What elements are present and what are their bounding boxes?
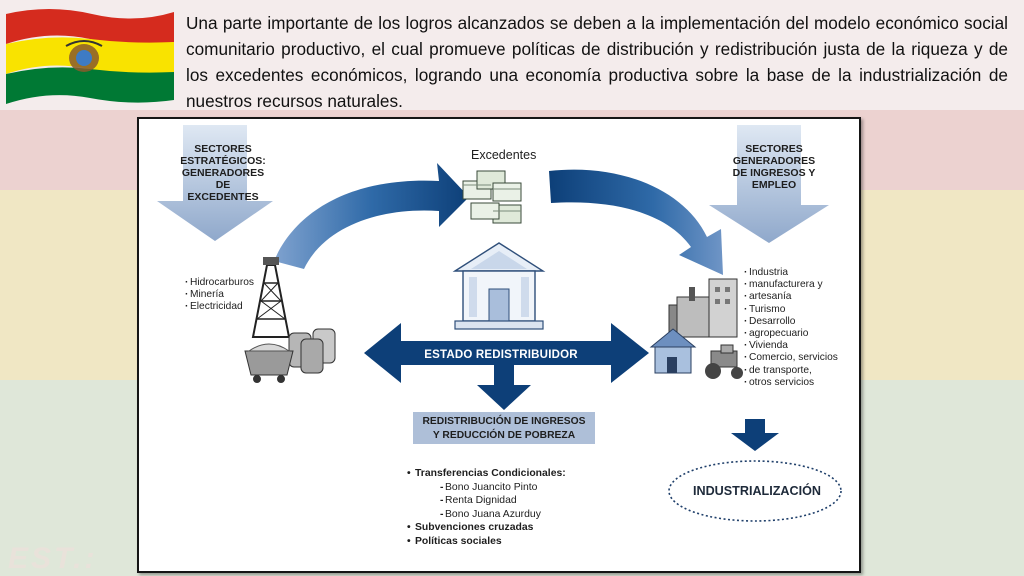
excedentes-label: Excedentes bbox=[471, 148, 537, 162]
right-down-arrow bbox=[709, 125, 829, 243]
right-header-line: GENERADORES bbox=[732, 155, 816, 167]
estado-redistribuidor-label: ESTADO REDISTRIBUIDOR bbox=[424, 349, 578, 361]
diagram-panel: SECTORES ESTRATÉGICOS: GENERADORES DE EX… bbox=[137, 117, 861, 573]
tractor-icon bbox=[705, 344, 743, 379]
left-header-line: GENERADORES bbox=[181, 167, 265, 179]
oil-derrick-icon bbox=[251, 257, 291, 338]
list-item-bond: Bono Juana Azurduy bbox=[407, 508, 607, 522]
list-item-text: agropecuario bbox=[749, 328, 809, 340]
left-down-arrow bbox=[157, 125, 273, 241]
list-item: Transferencias Condicionales: bbox=[407, 467, 607, 481]
estado-double-arrow bbox=[364, 323, 649, 383]
left-header-line: SECTORES bbox=[194, 143, 252, 155]
right-header-line: DE INGRESOS Y bbox=[732, 167, 816, 179]
list-item-text: de transporte, bbox=[749, 364, 812, 376]
right-header-line: EMPLEO bbox=[751, 179, 797, 191]
redistribution-line: REDISTRIBUCIÓN DE INGRESOS bbox=[422, 416, 586, 427]
left-sector-list: Hidrocarburos Minería Electricidad bbox=[185, 277, 254, 314]
estado-down-arrow bbox=[477, 365, 531, 410]
watermark-text: EST.: bbox=[8, 542, 98, 575]
redistribution-line: Y REDUCCIÓN DE POBREZA bbox=[432, 429, 576, 441]
list-item-text: otros servicios bbox=[749, 376, 815, 388]
industrialization-label: INDUSTRIALIZACIÓN bbox=[692, 484, 822, 498]
list-item: Desarrollo bbox=[744, 316, 854, 328]
list-item-continuation: otros servicios bbox=[744, 377, 854, 389]
list-item: Vivienda bbox=[744, 340, 854, 352]
list-item: Hidrocarburos bbox=[185, 277, 254, 289]
left-header-line: ESTRATÉGICOS: bbox=[180, 155, 266, 167]
redistribution-box: REDISTRIBUCIÓN DE INGRESOS Y REDUCCIÓN D… bbox=[413, 412, 595, 444]
factory-icon bbox=[668, 278, 738, 340]
diagram-graphics bbox=[157, 125, 842, 522]
list-item: Comercio, servicios bbox=[744, 352, 854, 364]
list-item-text: manufacturera y bbox=[749, 279, 823, 291]
industrialization-ellipse bbox=[668, 460, 842, 522]
list-item-continuation: de transporte, bbox=[744, 365, 854, 377]
curved-arrow-to-sectors bbox=[549, 169, 723, 275]
left-header-line: DE EXCEDENTES bbox=[187, 179, 259, 203]
industrialization-down-arrow bbox=[731, 419, 779, 451]
list-item-continuation: manufacturera y bbox=[744, 279, 854, 291]
left-header: SECTORES ESTRATÉGICOS: GENERADORES DE EX… bbox=[179, 143, 267, 203]
right-header-line: SECTORES bbox=[745, 143, 803, 155]
list-item-continuation: agropecuario bbox=[744, 328, 854, 340]
government-building-icon bbox=[452, 242, 546, 330]
list-item-text: artesanía bbox=[749, 291, 792, 303]
list-item: Industria bbox=[744, 267, 854, 279]
list-item-bond: Bono Juancito Pinto bbox=[407, 481, 607, 495]
list-item: Electricidad bbox=[185, 301, 254, 313]
mine-cart-icon bbox=[244, 343, 294, 383]
money-stacks-icon bbox=[462, 170, 522, 224]
list-item: Subvenciones cruzadas bbox=[407, 521, 607, 535]
list-item: Turismo bbox=[744, 304, 854, 316]
list-item: Minería bbox=[185, 289, 254, 301]
bolivia-flag-icon bbox=[6, 9, 174, 104]
house-icon bbox=[649, 328, 697, 374]
oil-barrels-icon bbox=[288, 328, 336, 374]
list-item: Políticas sociales bbox=[407, 535, 607, 549]
list-item-continuation: artesanía bbox=[744, 291, 854, 303]
slide-paragraph: Una parte importante de los logros alcan… bbox=[186, 13, 1008, 111]
curved-arrow-excedentes bbox=[274, 163, 469, 269]
redistribution-list: Transferencias Condicionales: Bono Juanc… bbox=[407, 467, 607, 549]
list-item-bond: Renta Dignidad bbox=[407, 494, 607, 508]
right-header: SECTORES GENERADORES DE INGRESOS Y EMPLE… bbox=[727, 143, 821, 191]
right-sector-list: Industria manufacturera y artesanía Turi… bbox=[744, 267, 854, 389]
